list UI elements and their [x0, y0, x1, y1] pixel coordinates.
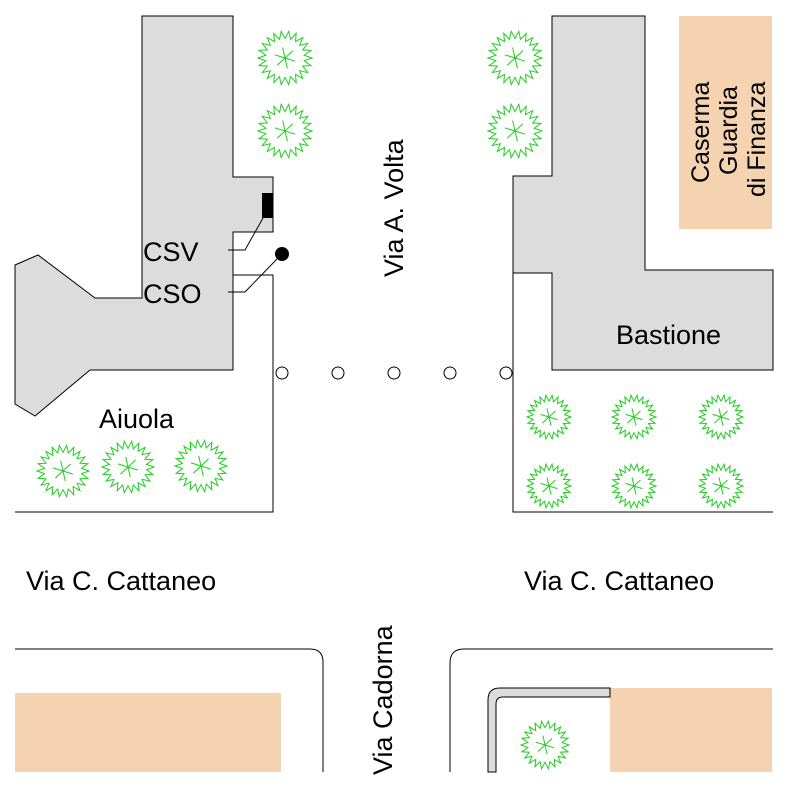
street-label-via-cadorna: Via Cadorna [368, 624, 398, 775]
left-sidewalk-area [14, 15, 274, 417]
crosswalk-dot [443, 366, 457, 380]
curb-right-lower [512, 273, 773, 513]
crosswalk-dot [331, 366, 345, 380]
cso-leader-line [228, 258, 278, 293]
tree-icon [610, 393, 658, 441]
building-bottom-right [610, 688, 772, 772]
caserma-label-line1: Caserma [687, 81, 715, 183]
caserma-building [679, 16, 772, 229]
tree-icon [525, 393, 573, 441]
crosswalk [275, 366, 513, 380]
street-label-via-a-volta: Via A. Volta [379, 138, 409, 277]
marker-label-csv: CSV [143, 237, 199, 267]
crosswalk-dot [499, 366, 513, 380]
tree-icon [100, 439, 156, 495]
csv-leader-line [228, 217, 264, 251]
curb-right-upper [512, 16, 553, 273]
tree-icon [256, 29, 314, 87]
crosswalk-dot [387, 366, 401, 380]
crosswalk-dot [275, 366, 289, 380]
area-label-aiuola: Aiuola [99, 404, 175, 434]
csv-marker [262, 193, 273, 218]
caserma-label-line3: di Finanza [743, 82, 771, 197]
marker-label-cso: CSO [143, 279, 202, 309]
tree-icon [525, 462, 573, 510]
tree-icon [35, 443, 91, 499]
tree-icon [173, 438, 229, 494]
tree-icon [486, 29, 544, 87]
caserma-label-line2: Guardia [715, 86, 743, 175]
tree-icon [697, 393, 745, 441]
tree-icon [697, 462, 745, 510]
tree-icon [486, 102, 544, 160]
cso-marker [275, 247, 289, 261]
area-label-bastione: Bastione [616, 320, 721, 350]
tree-icon [256, 102, 314, 160]
curb-bottom-left [15, 648, 324, 772]
street-label-via-cattaneo-right: Via C. Cattaneo [524, 566, 714, 596]
tree-icon [610, 462, 658, 510]
curb-left-lower [15, 274, 274, 513]
building-bottom-left [15, 693, 281, 772]
street-label-via-cattaneo-left: Via C. Cattaneo [26, 566, 216, 596]
curb-bottom-right [449, 648, 773, 772]
trees-layer [35, 29, 745, 771]
tree-icon [519, 719, 571, 771]
planter-wall [487, 687, 611, 773]
